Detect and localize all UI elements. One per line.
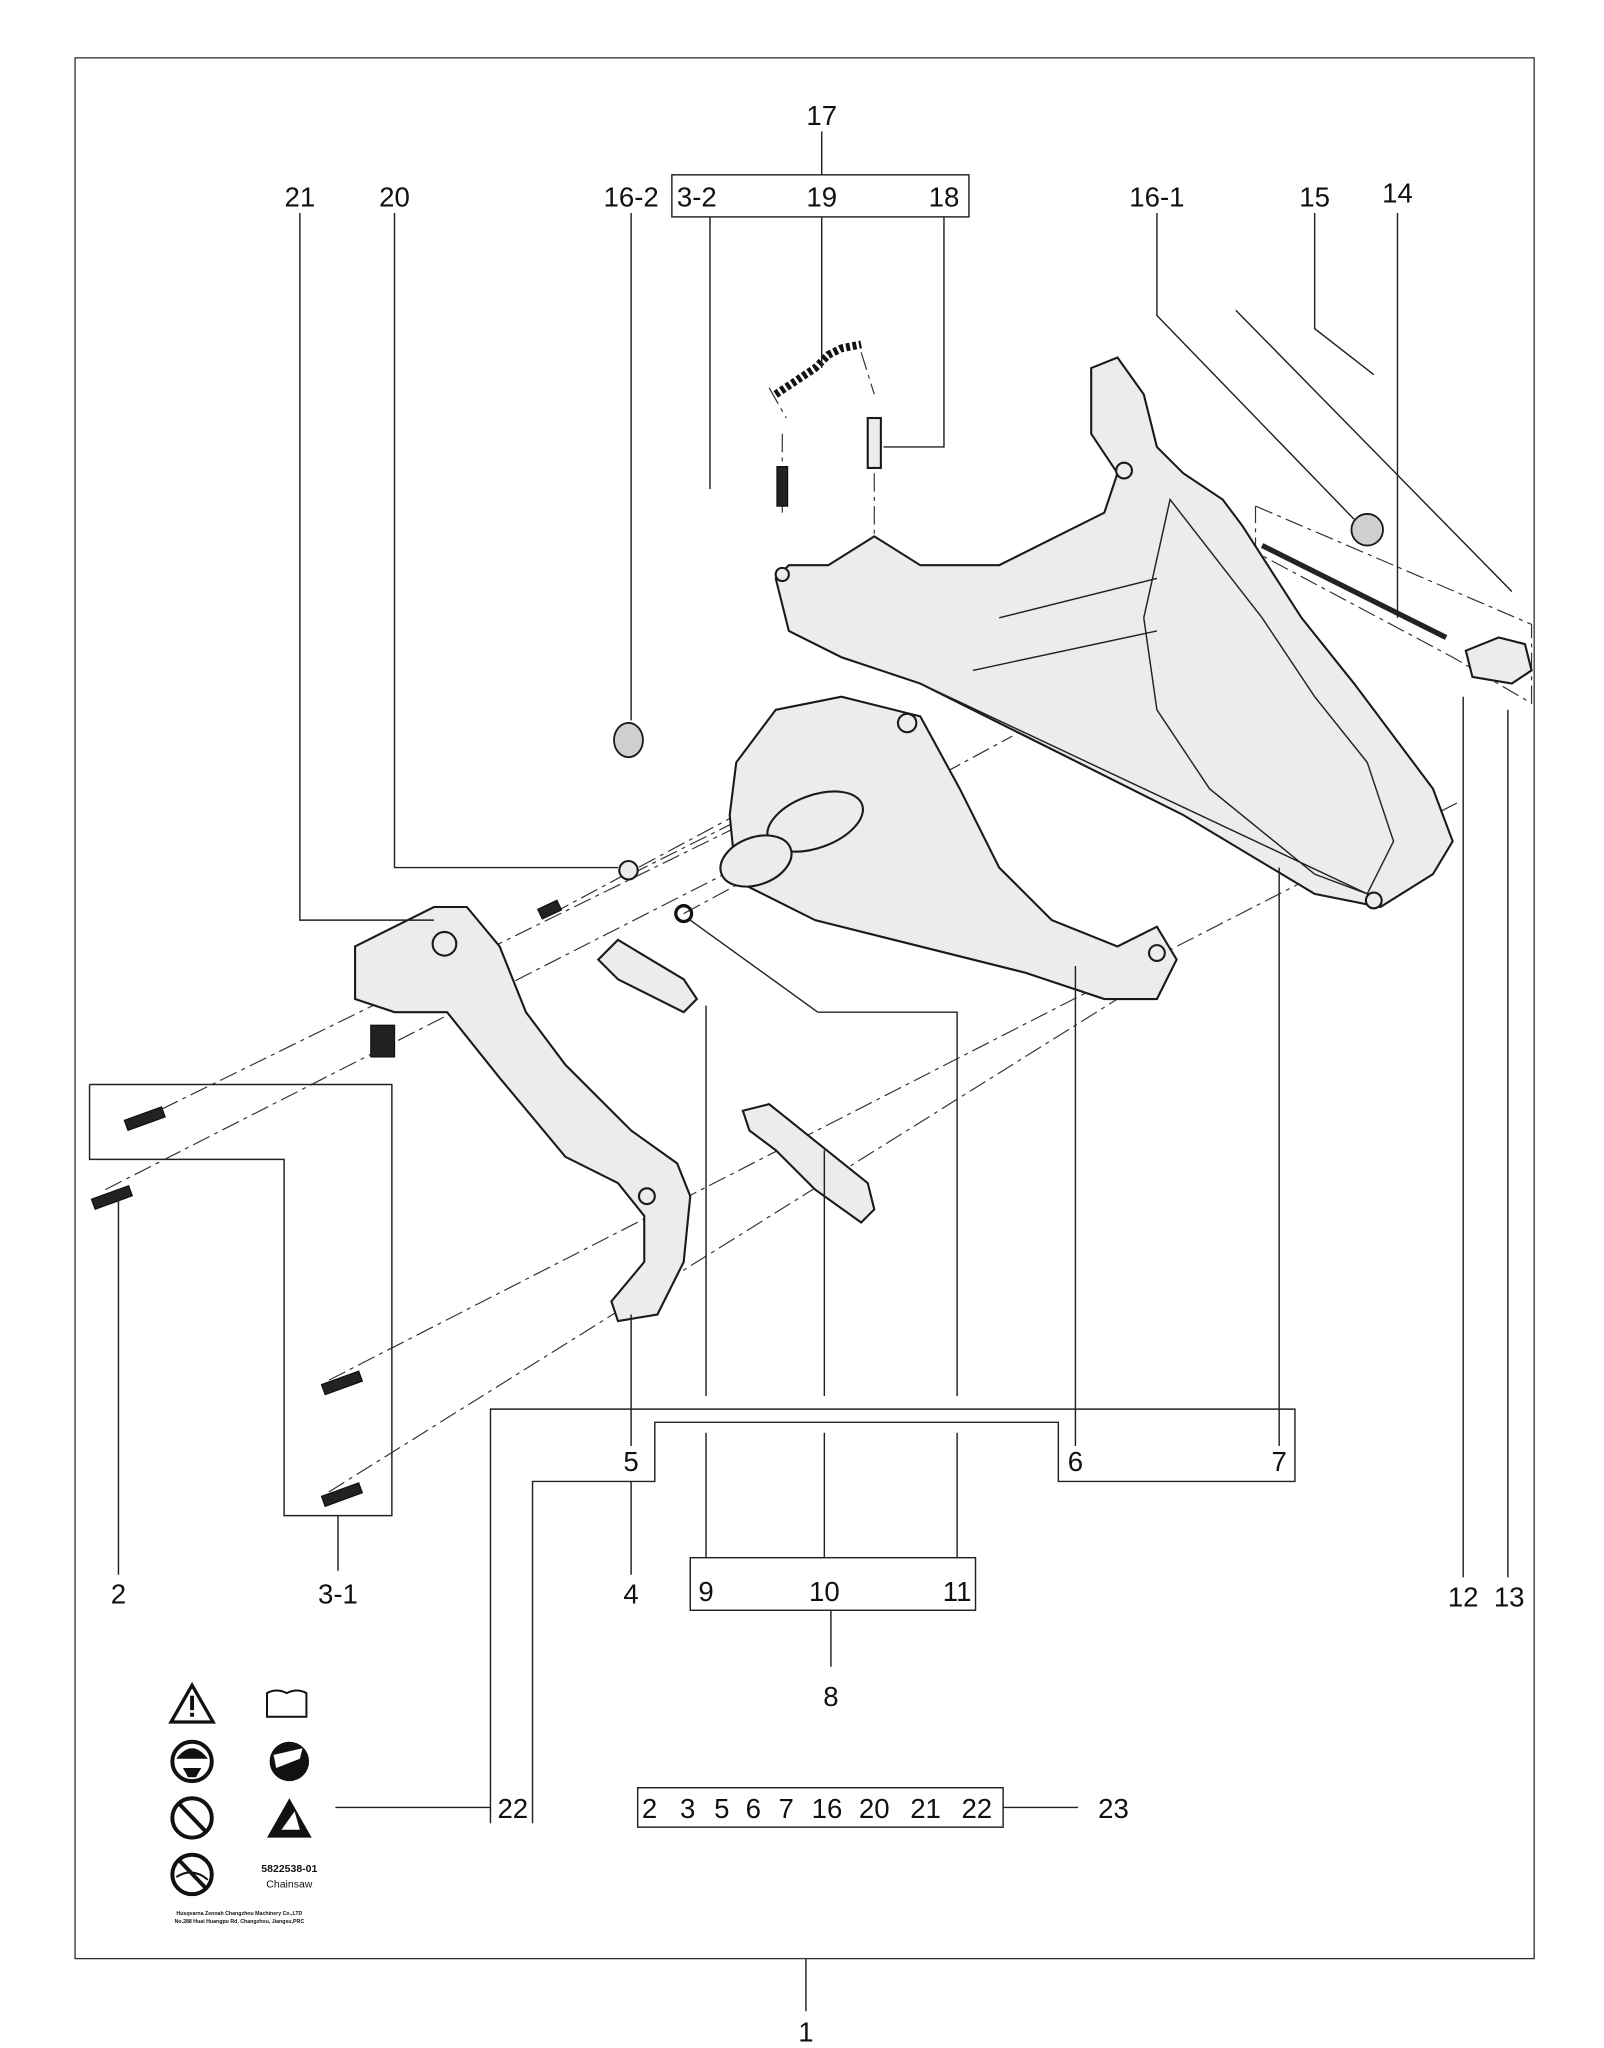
assembly-lines [105,352,1533,1493]
callout-4: 4 [623,1579,638,1610]
callout-19: 19 [806,181,837,212]
callout-11: 11 [943,1576,972,1607]
kit-23-contents: 2 3 5 6 7 16 20 21 22 [642,1793,992,1824]
svg-text:20: 20 [859,1793,890,1824]
decal-part-number: 5822538-01 [261,1863,317,1875]
decal-product: Chainsaw [266,1879,313,1891]
svg-text:21: 21 [910,1793,941,1824]
callout-14: 14 [1382,177,1413,208]
part-14-rod [1260,543,1448,640]
callout-13: 13 [1494,1581,1525,1612]
no-one-hand-use-icon [170,1796,214,1840]
svg-text:6: 6 [746,1793,761,1824]
callout-5: 5 [623,1446,638,1477]
callout-9: 9 [698,1576,713,1607]
helmet-ear-eye-protection-icon [170,1739,214,1784]
callout-10: 10 [809,1576,840,1607]
callout-23: 23 [1098,1793,1129,1824]
part-16-2-bushing [613,722,644,759]
callout-2: 2 [111,1579,126,1610]
callout-18: 18 [929,181,960,212]
part-7-rear-handle [774,356,1454,910]
callout-15: 15 [1299,181,1330,212]
svg-text:3: 3 [680,1793,695,1824]
callout-labels: 17 3-2 19 18 21 20 16-2 16-1 15 14 2 3-1… [111,100,1525,1824]
part-19-spring [773,340,862,398]
callout-3-2: 3-2 [677,181,717,212]
screws-3-1 [90,1106,364,1508]
part-15-cable [1235,309,1513,593]
manual-book-icon [266,1689,308,1718]
part-22-warning-decal: 5822538-01 Chainsaw Husqvarna Zenoah Cha… [168,1681,318,1925]
decal-maker-line2: No.288 Huai Huangpu Rd. Changzhou, Jiang… [175,1919,305,1925]
kickback-icon [269,1741,310,1782]
svg-text:16: 16 [812,1793,843,1824]
part-18-pin [866,416,882,470]
part-11-spring [674,904,819,1013]
callout-6: 6 [1068,1446,1083,1477]
part-6-handle-body [719,695,1178,1001]
part-10-throttle-trigger [741,1103,876,1224]
leader-lines [88,131,1509,1828]
callout-20: 20 [379,181,410,212]
svg-text:5: 5 [714,1793,729,1824]
part-21-screw [536,899,563,920]
part-13-button [1464,636,1533,685]
part-16-1-bushing [1350,513,1384,547]
callout-22: 22 [497,1793,528,1824]
part-20-washer [618,859,639,881]
callout-16-2: 16-2 [603,181,658,212]
callout-21: 21 [285,181,316,212]
warning-triangle-icon [168,1681,216,1724]
callout-1: 1 [798,2016,813,2047]
svg-text:7: 7 [779,1793,794,1824]
callout-8: 8 [823,1681,838,1712]
part-9-throttle-lock [596,938,699,1014]
callout-3-1: 3-1 [318,1579,358,1610]
part-3-2-screw [776,465,789,507]
callout-7: 7 [1271,1446,1286,1477]
part-5-front-handle [354,905,692,1323]
callout-16-1: 16-1 [1129,181,1184,212]
callout-12: 12 [1448,1581,1479,1612]
diagram-frame [74,57,1535,1960]
svg-text:22: 22 [961,1793,992,1824]
no-contact-bar-tip-icon [170,1852,214,1897]
svg-text:2: 2 [642,1793,657,1824]
decal-maker-line1: Husqvarna Zenoah Changzhou Machinery Co.… [176,1911,302,1917]
callout-17: 17 [806,100,837,131]
kickback-warning-triangle-icon [266,1798,312,1838]
